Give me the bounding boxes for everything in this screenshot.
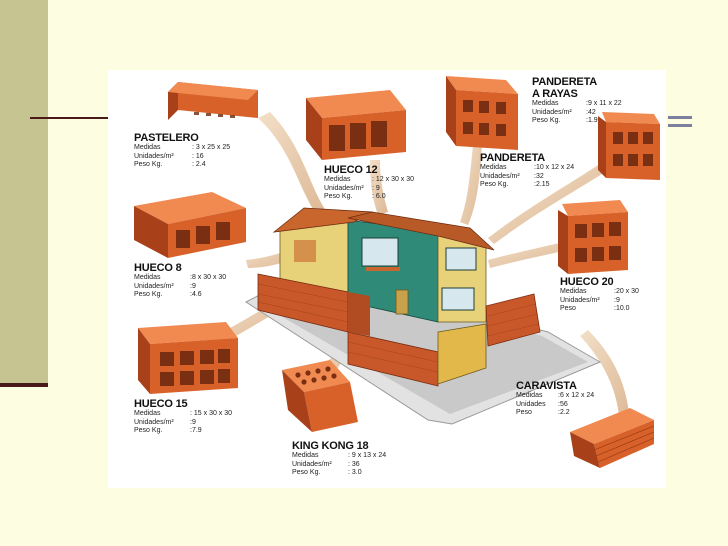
spec-row: Peso Kg.: 2.4 [134,161,206,169]
label-hueco8: HUECO 8 Medidas:8 x 30 x 30 Unidades/m²:… [134,262,226,300]
spec-row: Peso:2.2 [516,409,570,417]
label-hueco12: HUECO 12 Medidas: 12 x 30 x 30 Unidades/… [324,164,414,202]
spec-row: Peso Kg.:4.6 [134,291,202,299]
spec-row: Unidades/m²:9 [134,418,196,426]
brick-pandereta-image [598,112,660,180]
brick-name: HUECO 12 [324,164,378,176]
spec-row: Unidades/m²:32 [480,172,544,180]
label-kingkong18: KING KONG 18 Medidas: 9 x 13 x 24 Unidad… [292,440,386,478]
label-hueco15: HUECO 15 Medidas: 15 x 30 x 30 Unidades/… [134,398,232,436]
brick-hueco15-image [138,322,238,394]
brick-pandereta-rayas-image [446,76,518,150]
spec-row: Unidades/m²:9 [560,296,620,304]
spec-row: Medidas:10 x 12 x 24 [480,164,575,171]
sidebar-accent-line [0,383,48,387]
spec-row: Unidades/m²: 9 [324,184,380,192]
diagram-illustration [134,76,660,468]
brick-name-line2: A RAYAS [532,88,578,100]
brick-name: KING KONG 18 [292,440,369,452]
spec-row: Medidas:20 x 30 [560,288,639,295]
brick-types-diagram: PASTELERO Medidas: 3 x 25 x 25 Unidades/… [108,70,666,488]
brick-name: PASTELERO [134,132,199,144]
spec-row: Medidas:6 x 12 x 24 [516,392,595,399]
spec-row: Peso Kg.: 6.0 [324,193,386,201]
brick-name: CARAVISTA [516,380,577,392]
brick-hueco12-image [306,90,406,160]
brick-name: HUECO 8 [134,262,182,274]
spec-row: Medidas:8 x 30 x 30 [134,274,227,281]
brick-caravista-image [570,408,655,468]
spec-row: Peso Kg.:2.15 [480,181,550,189]
spec-row: Unidades/m²:9 [134,282,196,290]
label-pastelero: PASTELERO Medidas: 3 x 25 x 25 Unidades/… [134,132,230,170]
brick-hueco8-image [134,192,246,258]
spec-row: Peso Kg.: 3.0 [292,469,362,477]
spec-row: Unidades/m²: 16 [134,152,204,160]
brick-name: HUECO 20 [560,276,614,288]
spec-row: Peso:10.0 [560,305,630,313]
brick-name: PANDERETA [480,152,546,164]
brick-hueco20-image [558,200,628,274]
brick-kingkong18-image [282,360,358,432]
spec-row: Peso Kg.:1.9 [532,117,598,125]
spec-row: Peso Kg.:7.9 [134,427,202,435]
label-pandereta-rayas: PANDERETA A RAYAS Medidas:9 x 11 x 22 Un… [532,76,622,126]
spec-row: Unidades/m²:42 [532,108,596,116]
spec-row: Medidas: 3 x 25 x 25 [134,144,231,151]
spec-row: Medidas:9 x 11 x 22 [532,100,622,107]
label-caravista: CARAVISTA Medidas:6 x 12 x 24 Unidades:5… [516,380,594,418]
title-accent-line [30,117,120,119]
spec-row: Medidas: 12 x 30 x 30 [324,176,415,183]
brick-name: HUECO 15 [134,398,188,410]
spec-row: Unidades/m²: 36 [292,460,360,468]
right-deco-line [668,116,692,119]
right-deco-line [668,124,692,127]
spec-row: Medidas: 15 x 30 x 30 [134,410,233,417]
label-pandereta: PANDERETA Medidas:10 x 12 x 24 Unidades/… [480,152,574,190]
brick-name: PANDERETA [532,76,598,88]
spec-row: Unidades:56 [516,400,568,408]
label-hueco20: HUECO 20 Medidas:20 x 30 Unidades/m²:9 P… [560,276,639,314]
house-illustration [257,207,541,387]
slide-sidebar-bar [0,0,48,385]
brick-pastelero-image [168,82,258,120]
spec-row: Medidas: 9 x 13 x 24 [292,452,387,459]
